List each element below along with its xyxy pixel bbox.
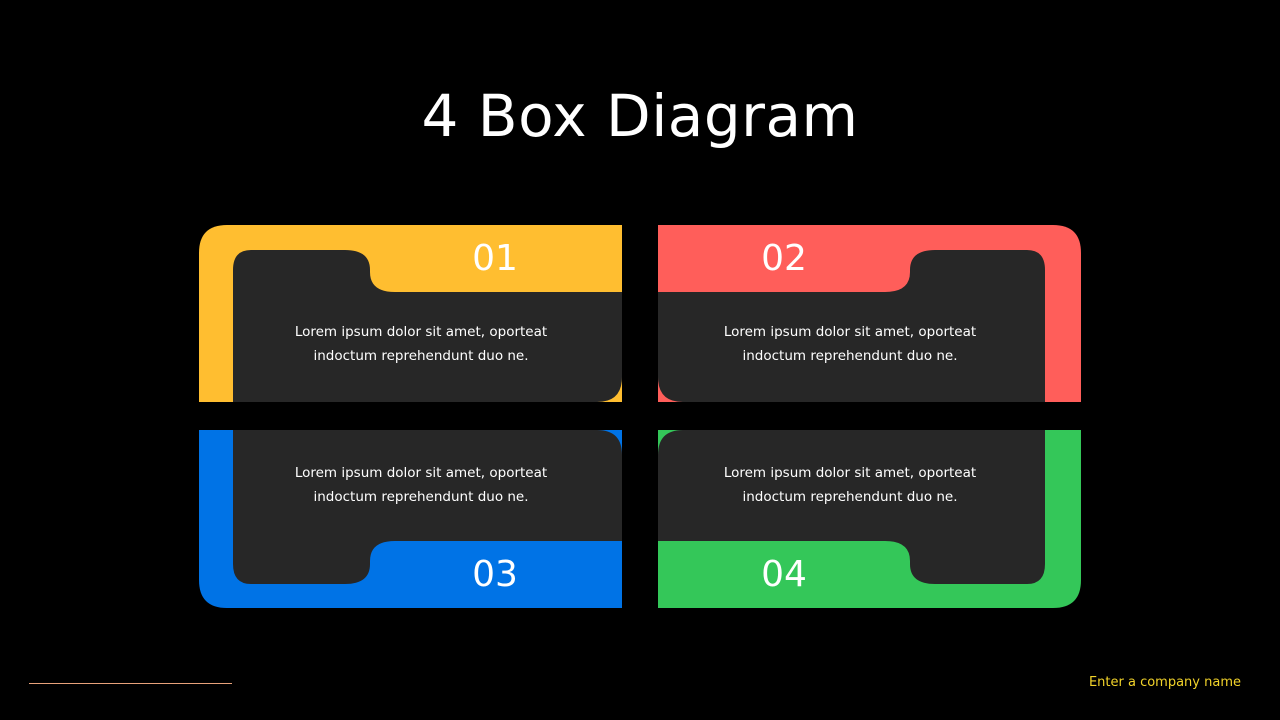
box-01-text-line2: indoctum reprehendunt duo ne. (313, 348, 529, 364)
box-02-text-line2: indoctum reprehendunt duo ne. (742, 348, 958, 364)
box-04-shape (658, 430, 1081, 608)
box-04-number: 04 (761, 554, 807, 595)
box-04-text-line2: indoctum reprehendunt duo ne. (742, 489, 958, 505)
box-02-panel (658, 250, 1045, 402)
box-01-panel (233, 250, 622, 402)
box-01-text-line1: Lorem ipsum dolor sit amet, oporteat (294, 324, 548, 340)
slide-title: 4 Box Diagram (421, 82, 859, 150)
box-01: 01 Lorem ipsum dolor sit amet, oporteat … (199, 225, 622, 402)
box-02-text-line1: Lorem ipsum dolor sit amet, oporteat (723, 324, 977, 340)
box-03-number: 03 (472, 554, 518, 595)
box-04-panel (658, 430, 1045, 584)
box-03-text-line2: indoctum reprehendunt duo ne. (313, 489, 529, 505)
box-01-shape (199, 225, 622, 402)
box-03: 03 Lorem ipsum dolor sit amet, oporteat … (199, 430, 622, 608)
box-03-panel (233, 430, 622, 584)
box-04: 04 Lorem ipsum dolor sit amet, oporteat … (658, 430, 1081, 608)
box-03-text-line1: Lorem ipsum dolor sit amet, oporteat (294, 465, 548, 481)
box-02-number: 02 (761, 238, 807, 279)
footer-divider-line (29, 683, 232, 684)
box-01-number: 01 (472, 238, 518, 279)
box-04-text-line1: Lorem ipsum dolor sit amet, oporteat (723, 465, 977, 481)
company-name[interactable]: Enter a company name (1088, 675, 1241, 690)
box-02-shape (658, 225, 1081, 402)
box-02: 02 Lorem ipsum dolor sit amet, oporteat … (658, 225, 1081, 402)
box-03-shape (199, 430, 622, 608)
